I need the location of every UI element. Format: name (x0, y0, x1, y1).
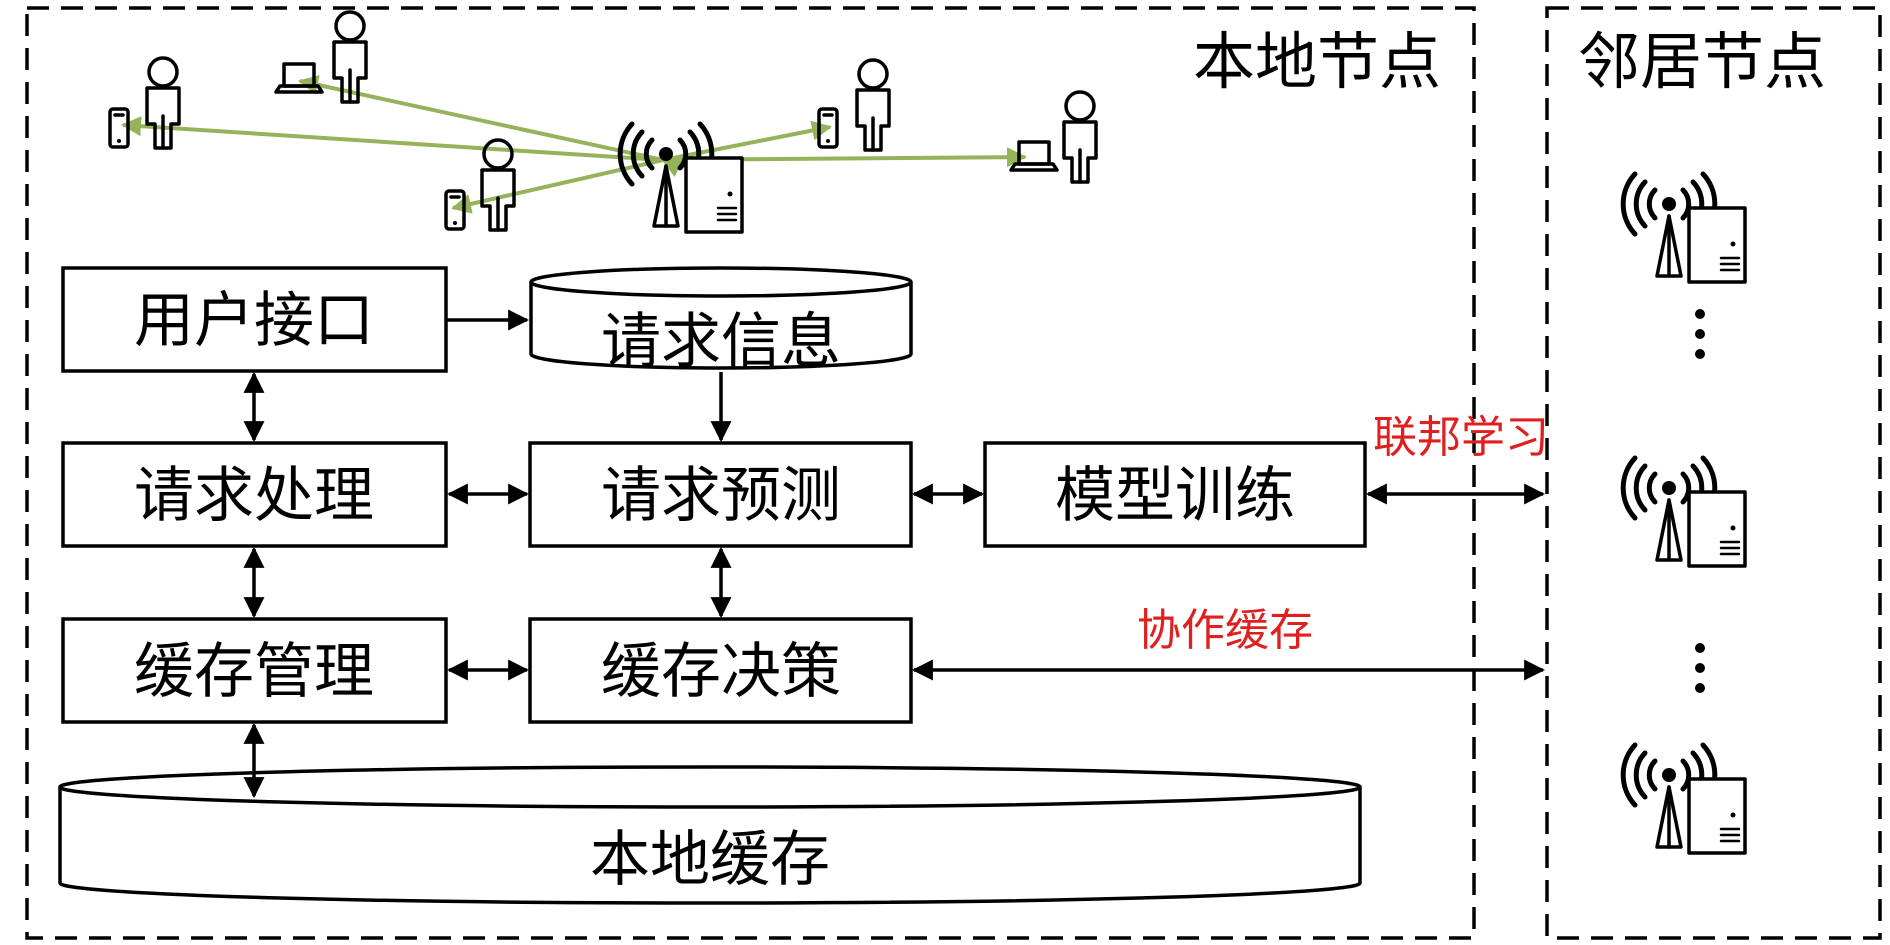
request-prediction-box (528, 441, 913, 548)
neighbor-node-region (1545, 6, 1882, 940)
cache-decision-box (528, 617, 913, 724)
neighbor-node-label: 邻居节点 (1578, 25, 1826, 98)
cache-management-label: 缓存管理 (134, 637, 374, 707)
flow-arrows (243, 309, 1546, 799)
user-interface-label: 用户接口 (134, 286, 374, 356)
request-info-label: 请求信息 (601, 307, 841, 377)
federated-learning-label: 联邦学习 (1373, 412, 1549, 463)
phone-user-icon (817, 58, 891, 152)
request-info-cylinder (529, 266, 913, 370)
vertical-ellipsis-icon (1695, 309, 1705, 359)
cooperative-caching-label: 协作缓存 (1137, 605, 1313, 656)
user-interface-box (61, 266, 448, 373)
local-cache-label: 本地缓存 (590, 825, 830, 895)
laptop-user-icon (1009, 90, 1098, 184)
cache-decision-label: 缓存决策 (601, 637, 841, 707)
local-node-region (25, 6, 1476, 940)
cache-management-box (61, 617, 448, 724)
request-processing-box (61, 441, 448, 548)
phone-user-icon (444, 138, 516, 232)
request-processing-label: 请求处理 (134, 461, 374, 531)
laptop-user-icon (274, 10, 368, 104)
base-station-server-icon (620, 124, 742, 232)
model-training-box (983, 441, 1367, 548)
neighbor-base-station-icon (1623, 174, 1745, 282)
request-prediction-label: 请求预测 (601, 461, 841, 531)
phone-user-icon (108, 56, 181, 150)
local-node-label: 本地节点 (1193, 25, 1441, 98)
neighbor-base-station-icon (1623, 458, 1745, 566)
model-training-label: 模型训练 (1055, 461, 1295, 531)
local-cache-cylinder (58, 765, 1362, 905)
neighbor-base-station-icon (1623, 745, 1745, 853)
vertical-ellipsis-icon (1695, 643, 1705, 693)
